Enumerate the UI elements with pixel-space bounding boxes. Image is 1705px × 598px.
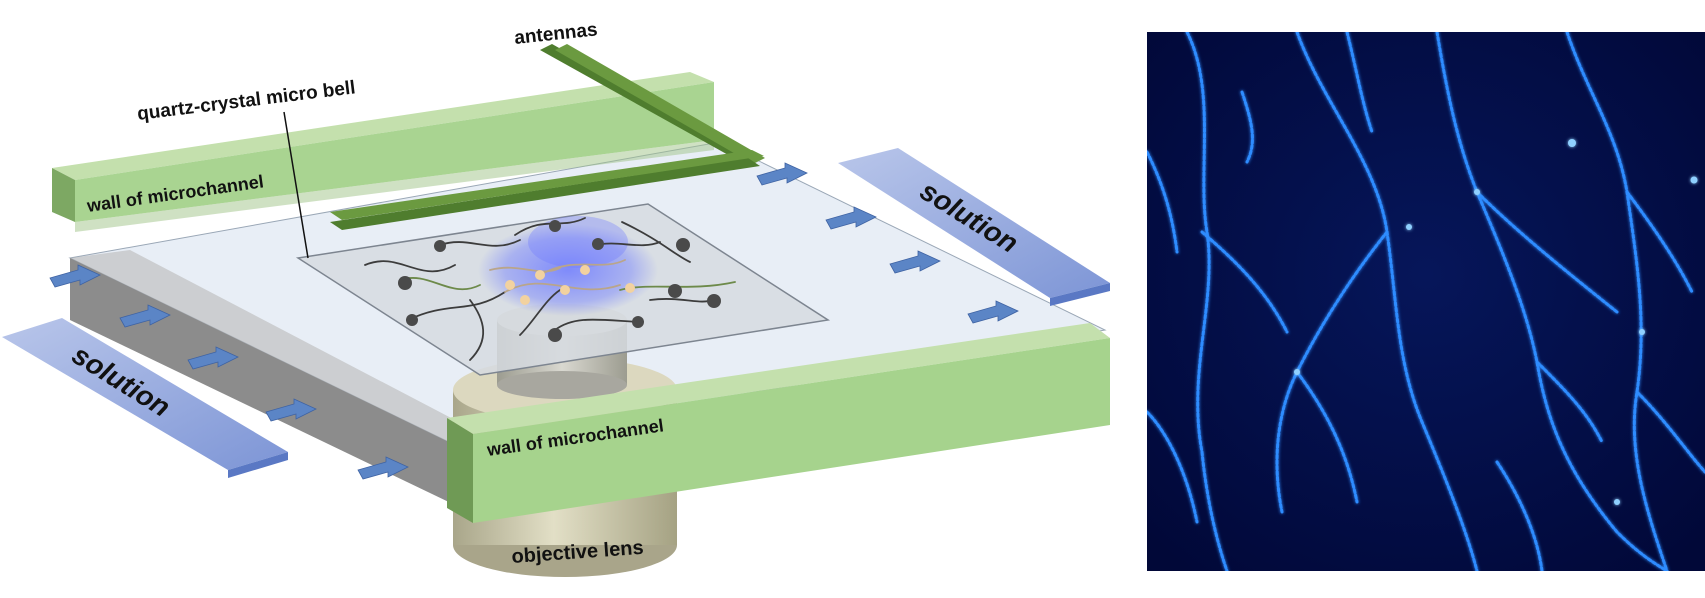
- antennas-label: antennas: [513, 19, 598, 49]
- microtubule-filaments: [1145, 30, 1705, 573]
- solution-band-left: [2, 318, 288, 478]
- quartz-bell-leader: [283, 111, 309, 259]
- fluorescence-glow: [478, 224, 658, 316]
- microchannel-schematic: wall of microchannel antennas objective …: [2, 19, 1110, 577]
- solution-band-right: [838, 148, 1110, 306]
- bound-motors: [505, 265, 635, 305]
- wall-back-side: [52, 168, 75, 222]
- motor-proteins: [398, 220, 721, 342]
- wall-back-top: [52, 72, 714, 180]
- wall-back-front: [75, 82, 714, 222]
- bright-spots: [1294, 139, 1698, 505]
- fluorescence-micrograph: [1145, 30, 1705, 573]
- wall-front-side: [447, 418, 473, 523]
- micrograph-image: [1145, 30, 1705, 573]
- wall-front-face: [473, 338, 1110, 523]
- wall-front-top: [447, 323, 1110, 434]
- quartz-bell-label: quartz-crystal micro bell: [136, 77, 357, 125]
- channel-base-side: [70, 258, 455, 505]
- flow-arrows: [49, 162, 1019, 480]
- antennas: [330, 44, 765, 230]
